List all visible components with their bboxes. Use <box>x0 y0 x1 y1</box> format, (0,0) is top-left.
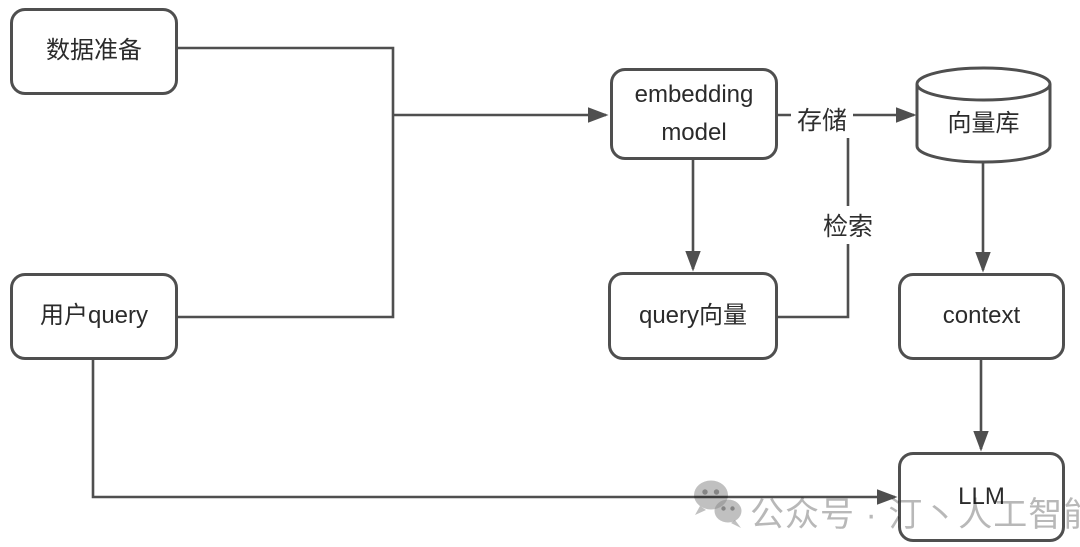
edge-label-retrieve: 检索 <box>819 206 877 244</box>
edge-label-store: 存储 <box>791 100 853 138</box>
node-embedding-model: embedding model <box>610 68 778 160</box>
node-data-preparation: 数据准备 <box>10 8 178 95</box>
node-query-vector-label: query向量 <box>638 301 748 329</box>
node-user-query-label: 用户query <box>39 302 149 330</box>
node-llm: LLM <box>898 452 1065 542</box>
node-embedding-model-label-line2: model <box>661 118 727 146</box>
node-context: context <box>898 273 1065 360</box>
edge-retrieve <box>778 115 850 319</box>
node-data-preparation-label: 数据准备 <box>46 37 142 65</box>
vector-store-cylinder <box>915 66 1052 164</box>
edge-merge-inputs <box>178 46 395 319</box>
node-user-query: 用户query <box>10 273 178 360</box>
edge-userquery-to-llm <box>91 360 898 505</box>
node-query-vector: query向量 <box>608 272 778 360</box>
node-context-label: context <box>942 302 1021 330</box>
node-embedding-model-label-line1: embedding <box>634 80 754 108</box>
node-vector-store-label: 向量库 <box>947 110 1020 137</box>
node-llm-label: LLM <box>958 482 1005 510</box>
